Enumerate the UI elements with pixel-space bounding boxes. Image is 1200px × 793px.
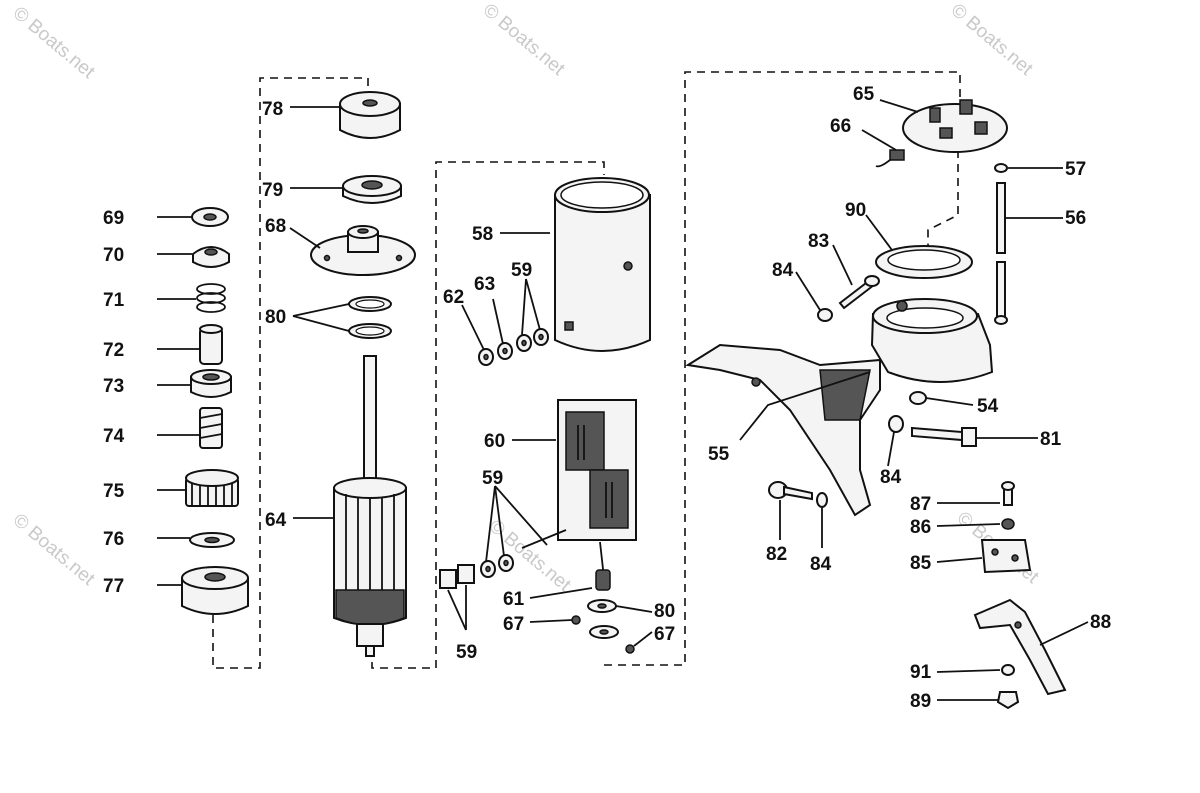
part-78-cap [339, 91, 401, 139]
callout-67-right: 67 [654, 624, 675, 645]
callout-69: 69 [103, 208, 124, 229]
left-group-outline [212, 77, 369, 669]
callout-58: 58 [472, 224, 493, 245]
callout-68: 68 [265, 216, 286, 237]
callout-72: 72 [103, 340, 124, 361]
callout-73: 73 [103, 376, 124, 397]
callout-76: 76 [103, 529, 124, 550]
callout-54: 54 [977, 396, 999, 417]
callout-64: 64 [265, 510, 287, 531]
callout-59-upper: 59 [511, 260, 532, 281]
callout-62: 62 [443, 287, 464, 308]
part-83-bolt [838, 275, 880, 310]
part-58-housing [554, 177, 651, 352]
leader-lines [157, 99, 1089, 701]
callout-80-left: 80 [265, 307, 286, 328]
callout-57: 57 [1065, 159, 1086, 180]
part-91-lockwasher [1001, 664, 1015, 676]
part-84-nut-lower [816, 492, 828, 508]
part-55-mount-bracket [685, 343, 881, 517]
part-69-nut [191, 207, 229, 227]
callout-74: 74 [103, 426, 125, 447]
callout-87: 87 [910, 494, 931, 515]
callout-56: 56 [1065, 208, 1086, 229]
part-57-nut [994, 163, 1008, 173]
callout-66: 66 [830, 116, 851, 137]
callout-84-lower: 84 [810, 554, 832, 575]
callout-91: 91 [910, 662, 932, 683]
callout-71: 71 [103, 290, 125, 311]
mount-guide-line [927, 150, 959, 250]
callout-78: 78 [262, 99, 283, 120]
callout-75: 75 [103, 481, 125, 502]
part-74-screw-shaft [199, 407, 223, 449]
callout-61: 61 [503, 589, 525, 610]
callout-labels: 65 66 57 56 90 83 84 54 81 55 84 87 86 8… [103, 84, 1111, 712]
part-84-nut-mid [888, 415, 904, 433]
part-59-lower-hardware [439, 554, 514, 589]
part-60-field-coils [521, 399, 637, 591]
callout-55: 55 [708, 444, 730, 465]
callout-84-mid: 84 [880, 467, 902, 488]
callout-60: 60 [484, 431, 505, 452]
part-80-67-hardware [571, 599, 635, 654]
part-72-sleeve [199, 324, 223, 365]
part-79-washer-cup [342, 175, 402, 204]
part-65-brush-plate [902, 99, 1008, 153]
part-71-spring [196, 283, 226, 313]
callout-85: 85 [910, 553, 932, 574]
part-82-bolt [768, 481, 813, 501]
part-86-washer [1001, 518, 1015, 530]
group-outlines [212, 71, 961, 669]
watermark-top-right: © Boats.net [947, 0, 1037, 80]
callout-90: 90 [845, 200, 866, 221]
callout-79: 79 [262, 180, 283, 201]
part-62-63-59-washers [478, 328, 549, 366]
callout-59-lower: 59 [456, 642, 477, 663]
watermark-mid-left: © Boats.net [9, 510, 99, 591]
part-68-end-plate [310, 225, 416, 276]
pinion-column [181, 207, 249, 615]
frame-column [439, 177, 651, 654]
part-81-bolt [911, 426, 977, 447]
callout-70: 70 [103, 245, 124, 266]
part-80-rings [348, 296, 392, 339]
callout-84-upper: 84 [772, 260, 794, 281]
part-85-terminal-block [980, 539, 1032, 574]
callout-63: 63 [474, 274, 495, 295]
part-75-pinion-gear [185, 469, 239, 507]
part-54-spacer [909, 391, 927, 405]
part-56-through-bolt [994, 182, 1008, 325]
callout-59-mid: 59 [482, 468, 503, 489]
bracket-assembly [685, 99, 1067, 710]
part-housing-end-frame [870, 298, 994, 383]
callout-82: 82 [766, 544, 787, 565]
part-64-armature [333, 355, 407, 657]
part-76-washer [189, 532, 235, 548]
armature-column [310, 91, 416, 657]
middle-group-outline [371, 161, 605, 669]
part-88-terminal-bracket [973, 598, 1067, 696]
watermark-top-center: © Boats.net [479, 0, 569, 80]
callout-67-left: 67 [503, 614, 524, 635]
part-87-screw [1001, 481, 1015, 506]
callout-65: 65 [853, 84, 875, 105]
callout-86: 86 [910, 517, 931, 538]
callout-88: 88 [1090, 612, 1111, 633]
right-group-outline [604, 71, 961, 666]
callout-81: 81 [1040, 429, 1062, 450]
part-77-end-cap [181, 566, 249, 615]
part-90-gasket [875, 245, 973, 279]
part-66-brush [875, 149, 905, 168]
part-70-collar [192, 246, 230, 268]
callout-89: 89 [910, 691, 931, 712]
callout-83: 83 [808, 231, 829, 252]
callout-77: 77 [103, 576, 124, 597]
part-84-nut-upper [817, 308, 833, 322]
watermark-top-left: © Boats.net [9, 3, 99, 84]
part-89-nut [996, 691, 1020, 710]
callout-80-right: 80 [654, 601, 675, 622]
part-73-cup [190, 369, 232, 398]
